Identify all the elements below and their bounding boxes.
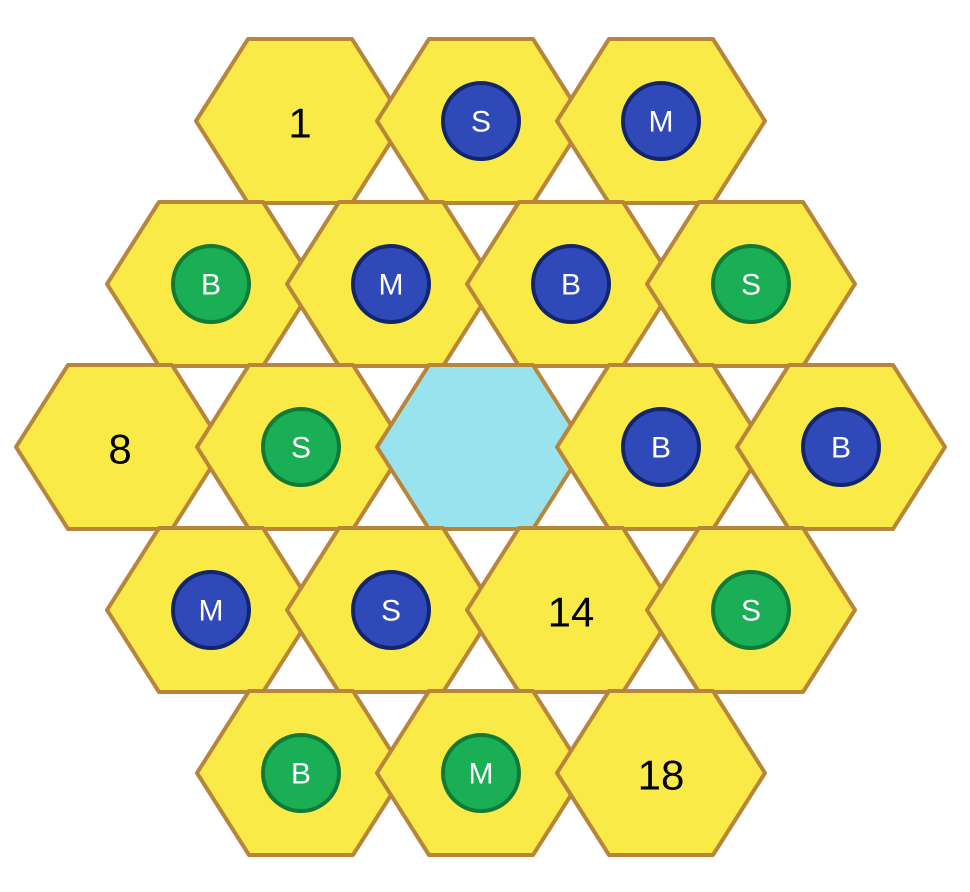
blue-token[interactable]: B	[531, 244, 611, 324]
token-label: M	[199, 595, 224, 628]
hex-cell-r3-c3[interactable]: S	[645, 526, 857, 694]
token-label: B	[201, 269, 221, 302]
token-label: M	[469, 758, 494, 791]
hex-cell-r2-c3[interactable]: B	[555, 363, 767, 531]
token-circle	[351, 570, 431, 650]
blue-token[interactable]: S	[441, 81, 521, 161]
hex-cell-r3-c0[interactable]: M	[105, 526, 317, 694]
hex-cell-r0-c2[interactable]: M	[555, 37, 767, 205]
token-label: S	[741, 595, 761, 628]
hex-cell-r1-c1[interactable]: M	[285, 200, 497, 368]
hex-cell-r3-c2[interactable]: 14	[465, 526, 677, 694]
blue-token[interactable]: S	[351, 570, 431, 650]
green-token[interactable]: B	[171, 244, 251, 324]
blue-token[interactable]: M	[621, 81, 701, 161]
center-hex[interactable]	[375, 363, 587, 531]
token-label: M	[649, 106, 674, 139]
token-circle	[171, 244, 251, 324]
hex-cell-r1-c3[interactable]: S	[645, 200, 857, 368]
token-label: B	[561, 269, 581, 302]
hex-cell-r3-c1[interactable]: S	[285, 526, 497, 694]
token-circle	[531, 244, 611, 324]
token-label: B	[291, 758, 311, 791]
token-circle	[621, 407, 701, 487]
token-circle	[801, 407, 881, 487]
token-label: B	[651, 432, 671, 465]
token-label: S	[291, 432, 311, 465]
green-token[interactable]: S	[711, 244, 791, 324]
token-circle	[441, 733, 521, 813]
hex-cell-r2-c4[interactable]: B	[735, 363, 947, 531]
token-label: S	[381, 595, 401, 628]
green-token[interactable]: S	[261, 407, 341, 487]
hex-cell-r4-c1[interactable]: M	[375, 689, 587, 857]
center-hex-shape	[375, 363, 587, 531]
hex-number-label: 14	[548, 589, 595, 636]
hex-cell-r4-c2[interactable]: 18	[555, 689, 767, 857]
hex-cell-r0-c1[interactable]: S	[375, 37, 587, 205]
token-circle	[351, 244, 431, 324]
blue-token[interactable]: B	[801, 407, 881, 487]
token-circle	[441, 81, 521, 161]
token-label: S	[741, 269, 761, 302]
token-circle	[711, 570, 791, 650]
token-label: B	[831, 432, 851, 465]
hex-cell-r2-c0[interactable]: 8	[14, 363, 226, 531]
hex-cell-r0-c0[interactable]: 1	[194, 37, 406, 205]
token-circle	[711, 244, 791, 324]
token-circle	[261, 407, 341, 487]
token-circle	[621, 81, 701, 161]
token-label: M	[379, 269, 404, 302]
blue-token[interactable]: M	[171, 570, 251, 650]
token-circle	[171, 570, 251, 650]
green-token[interactable]: M	[441, 733, 521, 813]
token-circle	[261, 733, 341, 813]
blue-token[interactable]: B	[621, 407, 701, 487]
token-label: S	[471, 106, 491, 139]
hex-cell-r2-c1[interactable]: S	[195, 363, 407, 531]
green-token[interactable]: S	[711, 570, 791, 650]
blue-token[interactable]: M	[351, 244, 431, 324]
hex-shape	[555, 689, 767, 857]
hex-cell-r1-c2[interactable]: B	[465, 200, 677, 368]
hex-number-label: 1	[288, 100, 311, 147]
hex-number-label: 8	[108, 426, 131, 473]
hex-cell-r1-c0[interactable]: B	[105, 200, 317, 368]
green-token[interactable]: B	[261, 733, 341, 813]
hex-number-label: 18	[638, 752, 685, 799]
hex-cell-r4-c0[interactable]: B	[195, 689, 407, 857]
